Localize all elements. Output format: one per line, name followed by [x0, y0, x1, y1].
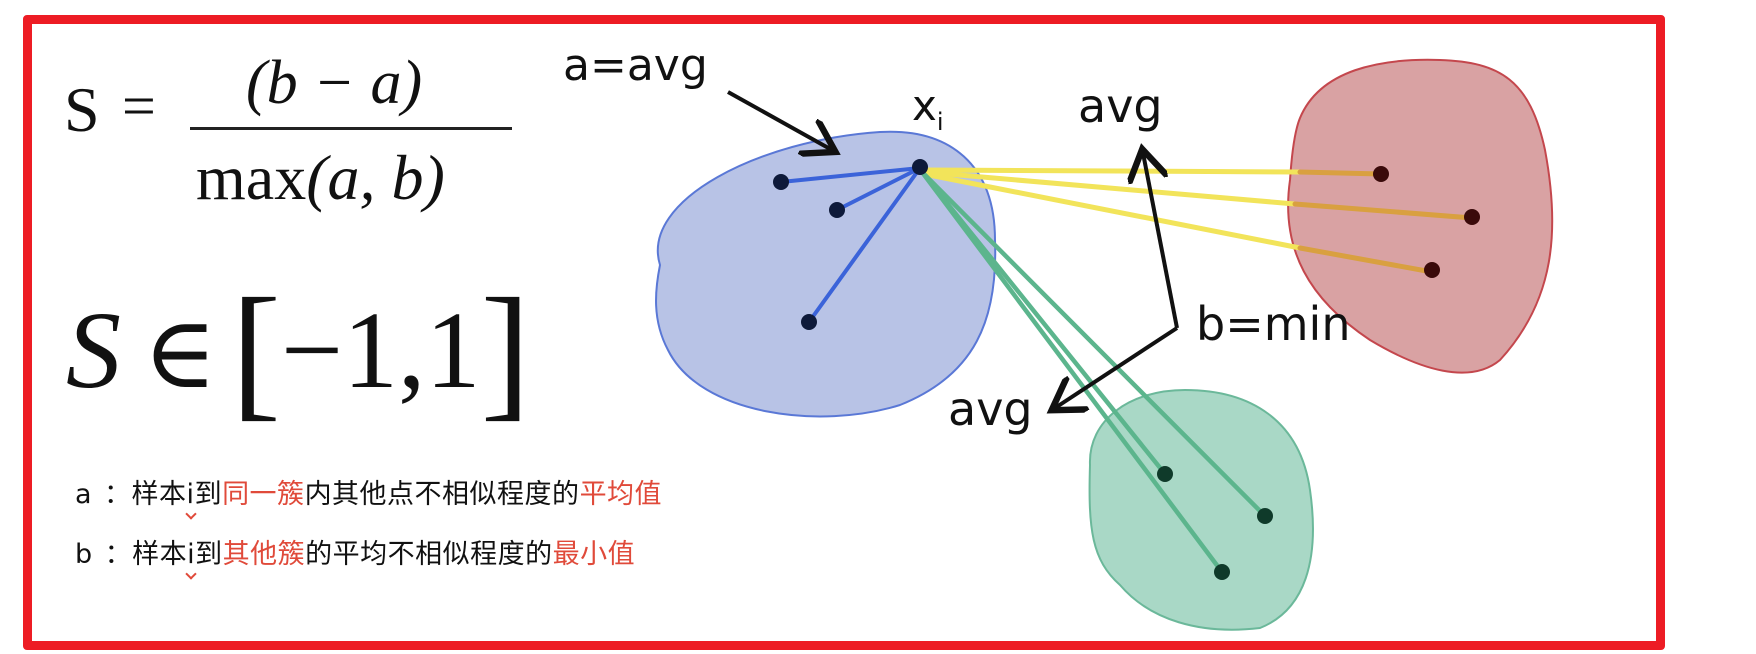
a-avg-arrow	[727, 90, 832, 150]
label-b-min: b=min	[1196, 297, 1351, 351]
desc-middle: 的平均不相似程度的	[305, 539, 553, 570]
label-a-avg: a=avg	[563, 40, 708, 91]
label-xi-main: x	[912, 81, 937, 130]
description-a: a ：样本i到同一簇内其他点不相似程度的平均值	[75, 472, 662, 511]
desc-highlight-2: 平均值	[579, 479, 663, 510]
label-avg-top: avg	[1078, 79, 1163, 133]
desc-to: 到	[194, 479, 223, 510]
desc-highlight-1: 同一簇	[222, 479, 305, 510]
desc-i: i	[186, 479, 195, 510]
b-min-arrow-down	[1055, 326, 1179, 408]
fraction-bar	[190, 127, 512, 130]
blue-cluster	[655, 130, 997, 418]
element-of: ∈	[143, 298, 218, 409]
green-cluster-lines	[919, 169, 1268, 575]
desc-highlight-1: 其他簇	[222, 539, 306, 570]
formula-equals: =	[122, 73, 156, 139]
denominator-func: max	[196, 142, 307, 213]
green-cluster	[1088, 388, 1314, 631]
formula-denominator: max(a, b)	[196, 146, 445, 210]
desc-i: i	[187, 539, 196, 570]
desc-key: a	[75, 479, 93, 510]
desc-sep: ：	[104, 539, 133, 570]
formula-range: S∈[−1,1]	[66, 262, 530, 426]
desc-to: 到	[195, 539, 223, 570]
blue-points	[773, 159, 928, 330]
desc-prefix: 样本	[132, 539, 188, 570]
formula-numerator: (b − a)	[246, 49, 423, 117]
desc-highlight-2: 最小值	[552, 539, 636, 570]
description-b: b ：样本i到其他簇的平均不相似程度的最小值	[75, 532, 635, 571]
desc-prefix: 样本	[131, 479, 187, 510]
denominator-args: (a, b)	[306, 142, 445, 213]
b-min-arrow-up	[1143, 153, 1179, 329]
green-points	[1157, 466, 1273, 580]
range-close-bracket: ]	[480, 268, 531, 434]
label-avg-bottom: avg	[948, 382, 1033, 436]
formula-lhs: S	[64, 74, 100, 145]
desc-middle: 内其他点不相似程度的	[304, 479, 580, 510]
label-xi: xi	[912, 81, 944, 136]
red-cluster-lines	[921, 167, 1475, 275]
intra-cluster-lines	[779, 166, 922, 324]
range-values: −1,1	[280, 289, 481, 411]
range-open-bracket: [	[231, 268, 281, 434]
range-symbol: S	[66, 289, 121, 411]
red-points	[1373, 166, 1480, 278]
desc-sep: ：	[104, 479, 132, 510]
label-xi-sub: i	[937, 108, 944, 136]
desc-key: b	[75, 539, 93, 570]
